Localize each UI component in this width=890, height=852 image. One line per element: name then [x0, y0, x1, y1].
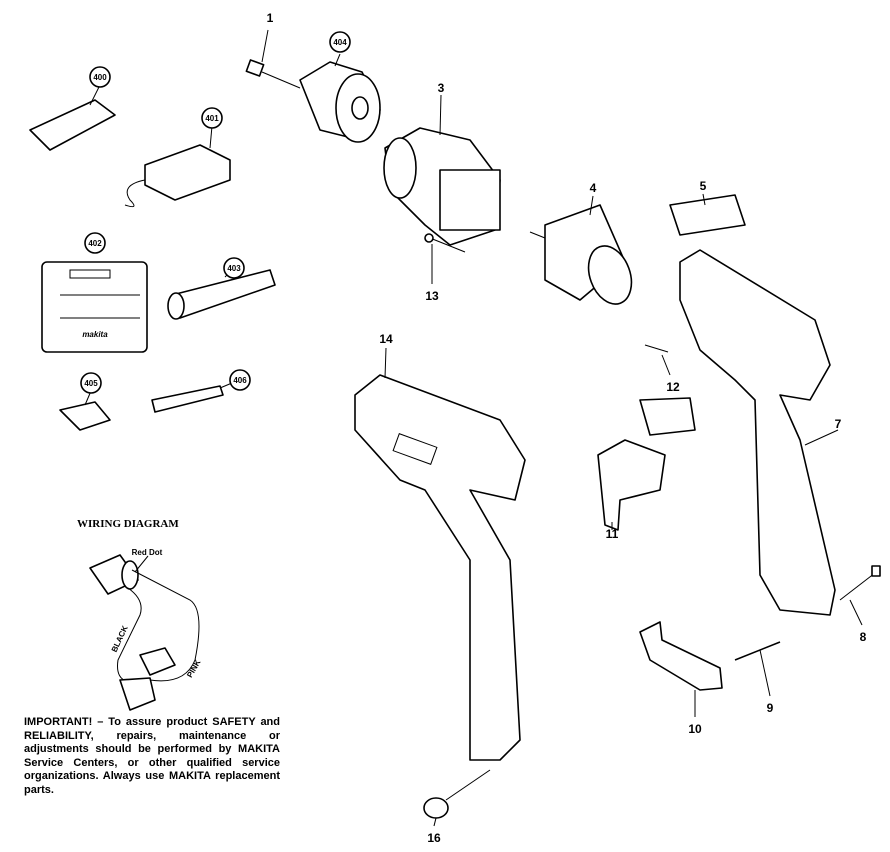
- accessory-number-400: 400: [93, 73, 107, 82]
- part-plate-10: [639, 621, 723, 717]
- part-number-9: 9: [767, 701, 774, 715]
- accessory-callout-circle: [84, 232, 106, 254]
- important-note: IMPORTANT! – To assure product SAFETY an…: [24, 716, 280, 796]
- part-number-13: 13: [425, 289, 439, 303]
- accessory-callout-circle: [80, 372, 102, 394]
- accessory-case-402: makita: [41, 261, 148, 353]
- part-number-4: 4: [590, 181, 597, 195]
- wiring-diagram-title: WIRING DIAGRAM: [77, 518, 179, 530]
- accessory-number-403: 403: [227, 264, 241, 273]
- part-screw-8: [839, 565, 881, 626]
- accessory-number-406: 406: [233, 376, 247, 385]
- part-screw-16: [423, 769, 491, 827]
- accessory-charger-401: [124, 125, 231, 208]
- accessory-number-404: 404: [333, 38, 347, 47]
- accessory-callout-circle: [89, 66, 111, 88]
- part-number-3: 3: [438, 81, 445, 95]
- wiring-diagram: Red Dot BLACK PINK: [89, 548, 203, 711]
- part-number-12: 12: [666, 380, 680, 394]
- accessory-callout-circle: [329, 31, 351, 53]
- black-wire-label: BLACK: [110, 624, 130, 653]
- accessory-callout-circle: [223, 257, 245, 279]
- part-number-8: 8: [860, 630, 867, 644]
- part-pin-12: [644, 344, 671, 376]
- part-switch-11: [597, 397, 696, 531]
- accessory-bit-406: [151, 382, 233, 413]
- accessory-flashlight-403: [167, 269, 276, 320]
- part-number-11: 11: [606, 527, 619, 541]
- part-gear-assembly-3: [383, 94, 501, 246]
- part-number-5: 5: [700, 179, 707, 193]
- part-number-14: 14: [379, 332, 393, 346]
- part-number-16: 16: [427, 831, 441, 845]
- red-dot-label: Red Dot: [132, 548, 163, 557]
- part-screw-13: [424, 233, 466, 284]
- accessory-battery-400: [29, 84, 116, 151]
- part-number-10: 10: [688, 722, 702, 736]
- accessory-holster-405: [59, 390, 111, 431]
- pink-wire-label: PINK: [185, 658, 202, 679]
- part-housing-left-14: [354, 347, 526, 761]
- accessory-callout-circle: [229, 369, 251, 391]
- case-brand-logo: makita: [82, 330, 108, 339]
- accessory-number-405: 405: [84, 379, 98, 388]
- accessory-number-401: 401: [205, 114, 219, 123]
- accessory-number-402: 402: [88, 239, 102, 248]
- part-screw-1: [245, 29, 301, 89]
- part-chuck-404: [299, 53, 381, 143]
- part-switch-lever-5: [669, 193, 746, 236]
- part-housing-right-7: [679, 249, 839, 616]
- part-motor-4: [529, 195, 633, 305]
- accessory-callout-circle: [201, 107, 223, 129]
- part-number-1: 1: [267, 11, 274, 25]
- part-number-7: 7: [835, 417, 842, 431]
- part-pin-9: [734, 641, 781, 697]
